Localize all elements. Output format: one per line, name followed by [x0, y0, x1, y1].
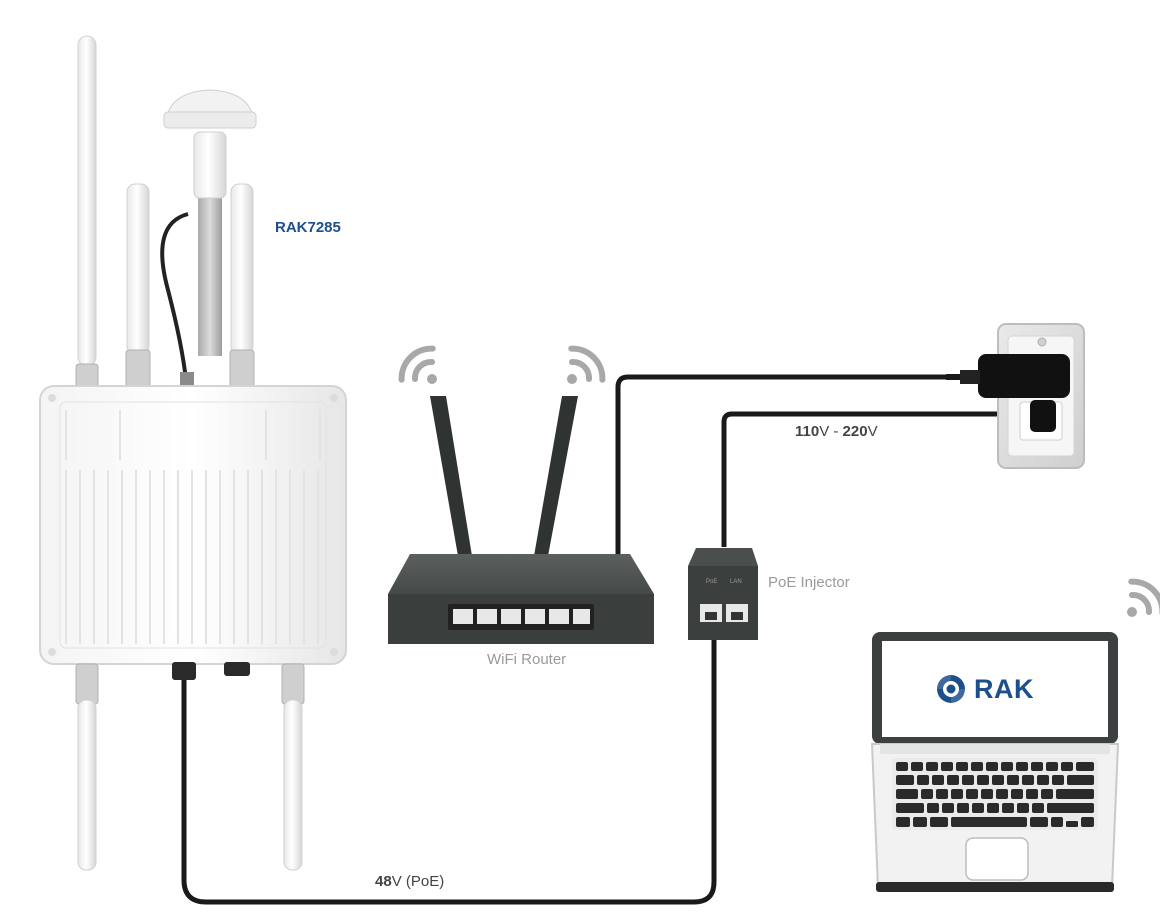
antenna-icon: [125, 183, 151, 391]
wifi-icon: [567, 345, 606, 384]
laptop-screen-logo: RAK: [934, 672, 1064, 706]
cable-poe: [181, 612, 717, 905]
gps-antenna: [160, 89, 257, 388]
wifi-icon: [1127, 578, 1160, 617]
cable-injector-power: [721, 411, 1030, 547]
cable-router-power: [615, 374, 960, 556]
router-label: WiFi Router: [487, 651, 567, 668]
laptop: [870, 632, 1120, 892]
ethernet-port-icon: [700, 604, 722, 622]
voltage-label: 110V - 220V: [795, 423, 878, 440]
gateway-bottom-ports: [172, 662, 250, 680]
power-adapter-icon: [1030, 400, 1056, 432]
poe-injector: PoE LAN: [688, 548, 758, 640]
poe-power-value: 48: [375, 873, 392, 890]
power-adapter-icon: [946, 354, 1070, 398]
poe-power-unit: V (PoE): [391, 873, 445, 890]
svg-text:PoE: PoE: [706, 579, 717, 585]
voltage-unit: V -: [819, 423, 843, 440]
gateway-label: RAK7285: [275, 219, 341, 236]
laptop-logo-text: RAK: [974, 673, 1034, 704]
antenna-icon: [75, 35, 99, 391]
ethernet-port-icon: [726, 604, 748, 622]
gateway-device: [39, 385, 347, 665]
wifi-router: [388, 396, 654, 644]
antenna-icon: [281, 663, 305, 871]
antenna-icon: [229, 183, 255, 391]
wifi-icon: [398, 345, 437, 384]
svg-text:LAN: LAN: [730, 579, 742, 585]
voltage-value: 110: [795, 423, 820, 440]
antenna-icon: [75, 663, 99, 871]
poe-power-label: 48V (PoE): [375, 873, 444, 890]
rak-logo-icon: [937, 675, 965, 703]
poe-injector-label: PoE Injector: [768, 574, 850, 591]
voltage-value-2: 220: [842, 423, 868, 440]
voltage-unit-2: V: [867, 423, 878, 440]
